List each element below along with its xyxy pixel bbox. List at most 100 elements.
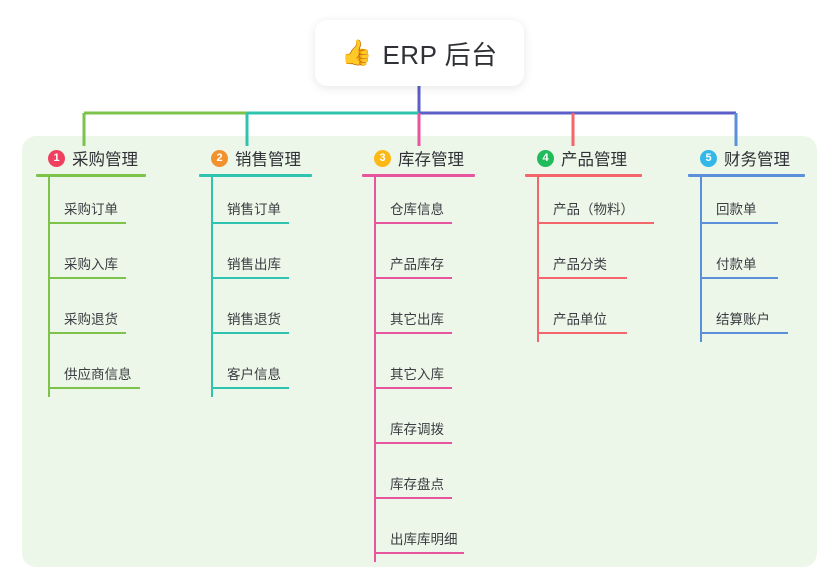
- branch-item-label: 回款单: [716, 202, 757, 217]
- branch-items: 产品（物料） 产品分类产品单位: [525, 177, 654, 342]
- branch-item-underline: [700, 277, 778, 279]
- branch-items: 仓库信息产品库存其它出库其它入库库存调拨库存盘点出库库明细: [362, 177, 475, 562]
- branch-item-underline: [537, 277, 627, 279]
- branch-title: 采购管理: [72, 151, 138, 169]
- branch-trunk-line: [374, 177, 376, 562]
- branch-item[interactable]: 出库库明细: [362, 507, 475, 562]
- branch-item[interactable]: 产品单位: [525, 287, 642, 342]
- branch-item[interactable]: 产品库存: [362, 232, 475, 287]
- branch-trunk-line: [537, 177, 539, 342]
- branch-header-underline: [525, 174, 642, 177]
- branch-items: 回款单付款单结算账户: [688, 177, 805, 342]
- branch-header-5[interactable]: 5 财务管理: [688, 146, 805, 170]
- branch-item[interactable]: 仓库信息: [362, 177, 475, 232]
- branch-header-underline: [199, 174, 312, 177]
- branch-column-1: 1 采购管理采购订单采购入库采购退货供应商信息: [36, 146, 146, 397]
- branch-item-label: 采购退货: [64, 312, 118, 327]
- branch-header-4[interactable]: 4 产品管理: [525, 146, 642, 170]
- branch-item[interactable]: 销售退货: [199, 287, 312, 342]
- branch-item-underline: [374, 277, 452, 279]
- diagram-background-panel: [22, 136, 817, 567]
- branch-header-underline: [36, 174, 146, 177]
- branch-item-label: 产品分类: [553, 257, 607, 272]
- branch-trunk-line: [48, 177, 50, 397]
- branch-item[interactable]: 结算账户: [688, 287, 805, 342]
- branch-header-2[interactable]: 2 销售管理: [199, 146, 312, 170]
- branch-item-label: 产品（物料）: [553, 202, 634, 217]
- branch-item[interactable]: 供应商信息: [36, 342, 146, 397]
- branch-number-badge: 3: [374, 149, 391, 167]
- branch-item-underline: [374, 497, 452, 499]
- branch-item[interactable]: 采购入库: [36, 232, 146, 287]
- branch-item[interactable]: 采购退货: [36, 287, 146, 342]
- branch-item-underline: [211, 387, 289, 389]
- branch-item-underline: [374, 552, 464, 554]
- branch-column-3: 3 库存管理仓库信息产品库存其它出库其它入库库存调拨库存盘点出库库明细: [362, 146, 475, 562]
- branch-item-label: 付款单: [716, 257, 757, 272]
- branch-item-underline: [537, 332, 627, 334]
- branch-item[interactable]: 销售出库: [199, 232, 312, 287]
- branch-item-underline: [48, 277, 126, 279]
- branch-item-underline: [374, 332, 452, 334]
- branch-item[interactable]: 客户信息: [199, 342, 312, 397]
- branch-number-badge: 4: [537, 149, 554, 167]
- branch-item-underline: [374, 387, 452, 389]
- branch-title: 销售管理: [235, 151, 301, 169]
- branch-item-label: 库存盘点: [390, 477, 444, 492]
- branch-item-underline: [700, 332, 788, 334]
- branch-item-label: 仓库信息: [390, 202, 444, 217]
- branch-item-underline: [537, 222, 654, 224]
- branch-item[interactable]: 付款单: [688, 232, 805, 287]
- branch-item-label: 其它出库: [390, 312, 444, 327]
- branch-item-underline: [374, 442, 452, 444]
- root-node-title: ERP 后台: [382, 39, 498, 70]
- branch-number-badge: 1: [48, 149, 65, 167]
- branch-items: 采购订单采购入库采购退货供应商信息: [36, 177, 146, 397]
- branch-item[interactable]: 回款单: [688, 177, 805, 232]
- branch-item[interactable]: 其它入库: [362, 342, 475, 397]
- branch-item-underline: [374, 222, 452, 224]
- branch-header-3[interactable]: 3 库存管理: [362, 146, 475, 170]
- branch-item[interactable]: 其它出库: [362, 287, 475, 342]
- root-node[interactable]: 👍 ERP 后台: [315, 20, 524, 86]
- branch-trunk-line: [211, 177, 213, 397]
- branch-title: 财务管理: [724, 151, 790, 169]
- branch-item-label: 采购订单: [64, 202, 118, 217]
- branch-item-label: 其它入库: [390, 367, 444, 382]
- branch-item-underline: [211, 222, 289, 224]
- branch-column-5: 5 财务管理回款单付款单结算账户: [688, 146, 805, 342]
- branch-header-1[interactable]: 1 采购管理: [36, 146, 146, 170]
- branch-item-underline: [211, 332, 289, 334]
- branch-item-underline: [700, 222, 778, 224]
- branch-item[interactable]: 产品分类: [525, 232, 642, 287]
- branch-trunk-line: [700, 177, 702, 342]
- branch-item-label: 库存调拨: [390, 422, 444, 437]
- branch-item-label: 销售退货: [227, 312, 281, 327]
- branch-item[interactable]: 产品（物料）: [525, 177, 654, 232]
- branch-title: 库存管理: [398, 151, 464, 169]
- branch-number-badge: 5: [700, 149, 717, 167]
- branch-item-label: 采购入库: [64, 257, 118, 272]
- branch-item[interactable]: 销售订单: [199, 177, 312, 232]
- thumbs-up-icon: 👍: [341, 38, 373, 67]
- branch-column-4: 4 产品管理产品（物料） 产品分类产品单位: [525, 146, 654, 342]
- branch-item[interactable]: 库存盘点: [362, 452, 475, 507]
- branch-item-underline: [48, 387, 140, 389]
- branch-item[interactable]: 库存调拨: [362, 397, 475, 452]
- branch-number-badge: 2: [211, 149, 228, 167]
- branch-item-label: 客户信息: [227, 367, 281, 382]
- branch-items: 销售订单销售出库销售退货客户信息: [199, 177, 312, 397]
- branch-item-label: 产品单位: [553, 312, 607, 327]
- branch-item-label: 出库库明细: [390, 532, 458, 547]
- branch-item-label: 销售订单: [227, 202, 281, 217]
- branch-title: 产品管理: [561, 151, 627, 169]
- branch-item-underline: [48, 222, 126, 224]
- branch-item-underline: [211, 277, 289, 279]
- branch-column-2: 2 销售管理销售订单销售出库销售退货客户信息: [199, 146, 312, 397]
- branch-header-underline: [362, 174, 475, 177]
- branch-item[interactable]: 采购订单: [36, 177, 146, 232]
- branch-item-label: 结算账户: [716, 312, 770, 327]
- branch-header-underline: [688, 174, 805, 177]
- branch-item-label: 供应商信息: [64, 367, 132, 382]
